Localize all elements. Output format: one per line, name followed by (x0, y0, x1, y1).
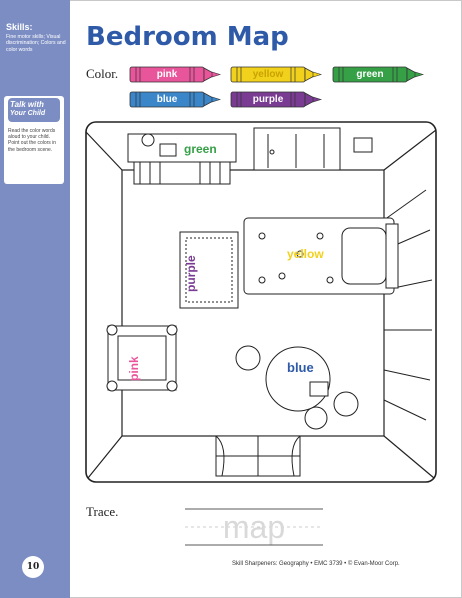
crayon-blue: blue (128, 91, 224, 108)
crayon-label: purple (252, 94, 284, 105)
page-number: 10 (22, 556, 44, 578)
rug (179, 231, 239, 309)
crayon-purple: purple (229, 91, 325, 108)
skills-text: Fine motor skills; Visual discrimination… (6, 34, 66, 53)
talk-with-child-badge (8, 98, 60, 122)
crayon-label: yellow (252, 69, 284, 80)
crayon-purple-icon (230, 91, 323, 108)
crayon-yellow-icon (230, 66, 323, 83)
page-title: Bedroom Map (86, 22, 289, 52)
talk-with-child-text: Read the color words aloud to your child… (8, 128, 57, 153)
crayon-yellow: yellow (229, 66, 325, 83)
map-label-yellow: yellow (287, 247, 324, 261)
bed (243, 217, 399, 295)
toy-chest (106, 324, 178, 392)
bottom-window (215, 435, 301, 477)
crayon-green-icon (332, 66, 425, 83)
trace-instruction: Trace. (86, 504, 119, 519)
map-label-blue: blue (287, 360, 314, 375)
map-label-green: green (184, 142, 217, 156)
crayon-label: blue (156, 94, 178, 105)
footer-credit: Skill Sharpeners: Geography • EMC 3739 •… (232, 561, 400, 567)
crayon-label: pink (156, 69, 178, 80)
crayon-green: green (331, 66, 427, 83)
talk-badge-line1: Talk with (10, 100, 44, 109)
color-instruction: Color. (86, 66, 119, 81)
room-floor (121, 169, 385, 437)
crayon-label: green (356, 69, 384, 80)
door (253, 127, 341, 171)
bookshelf (127, 133, 237, 185)
round-table (235, 345, 359, 430)
talk-badge-line2: Your Child (10, 110, 46, 117)
crayon-pink-icon (129, 66, 222, 83)
trace-word: map (222, 509, 286, 545)
crayon-blue-icon (129, 91, 222, 108)
crayon-pink: pink (128, 66, 224, 83)
wall-picture (353, 137, 373, 153)
skills-title: Skills: (6, 22, 33, 32)
